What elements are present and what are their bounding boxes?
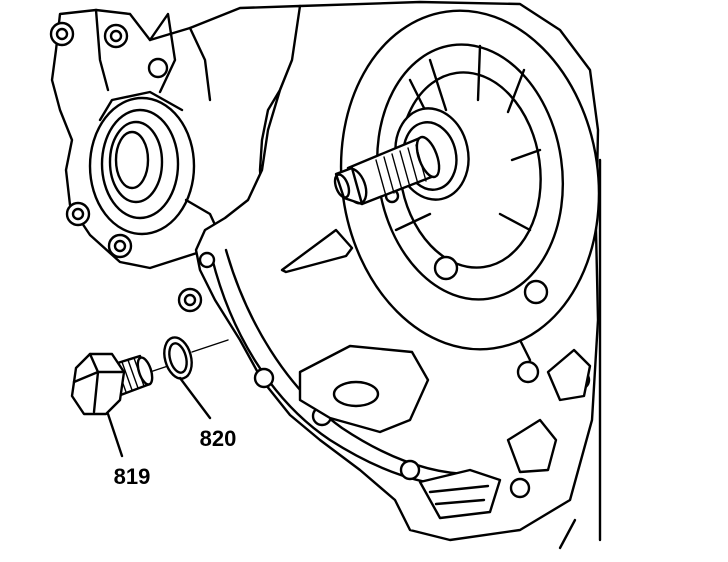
input-shaft [333, 107, 470, 206]
callout-819: 819 [114, 464, 151, 489]
drain-plug-alignment-line [149, 339, 229, 373]
leader-line-820 [178, 376, 212, 420]
axle-seal-boss [88, 90, 224, 242]
seal-washer [163, 336, 193, 380]
leader-line-819 [106, 412, 124, 458]
callout-820: 820 [200, 426, 237, 451]
drain-plug [70, 352, 154, 416]
